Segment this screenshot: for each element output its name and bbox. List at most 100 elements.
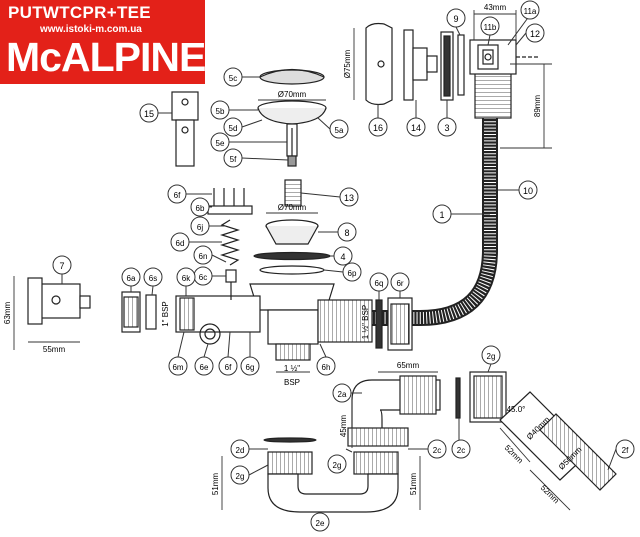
callout-12: 12 xyxy=(515,23,545,46)
svg-text:2e: 2e xyxy=(316,519,325,528)
dim-1in-bsp: 1" BSP xyxy=(161,301,170,327)
svg-text:6r: 6r xyxy=(396,279,403,288)
brand-logo: McALPINE xyxy=(6,34,206,80)
website-url: www.istoki-m.com.ua xyxy=(40,24,142,35)
dim-70mm-grille: Ø70mm xyxy=(278,203,307,212)
svg-text:1: 1 xyxy=(439,210,444,220)
callout-5a: 5a xyxy=(317,117,349,139)
svg-text:2g: 2g xyxy=(487,352,496,361)
callout-6q: 6q xyxy=(369,272,389,300)
callout-14: 14 xyxy=(406,100,426,137)
svg-text:6d: 6d xyxy=(176,239,185,248)
waste-plug-assembly xyxy=(27,68,413,361)
dim-75mm: Ø75mm xyxy=(343,49,352,78)
svg-text:2c: 2c xyxy=(457,446,465,455)
svg-text:6h: 6h xyxy=(322,363,331,372)
product-code: PUTWTCPR+TEE xyxy=(8,3,151,22)
svg-text:6n: 6n xyxy=(199,252,208,261)
svg-text:2g: 2g xyxy=(236,472,245,481)
svg-text:11a: 11a xyxy=(524,7,537,16)
svg-text:4: 4 xyxy=(340,252,345,262)
callout-6m: 6m xyxy=(168,331,188,376)
svg-text:9: 9 xyxy=(453,14,458,24)
callout-5f: 5f xyxy=(223,148,289,168)
dim-63mm: 63mm xyxy=(3,302,12,325)
svg-text:3: 3 xyxy=(444,123,449,133)
callout-6r: 6r xyxy=(390,272,410,298)
dim-1-5in-bsp-vertical: 1 ½" BSP xyxy=(361,305,370,339)
svg-text:6k: 6k xyxy=(182,274,191,283)
callout-1: 1 xyxy=(432,204,490,224)
callout-2a: 2a xyxy=(332,383,362,403)
svg-text:14: 14 xyxy=(411,123,421,133)
svg-text:5d: 5d xyxy=(229,124,238,133)
bottle-trap-assembly xyxy=(263,371,617,513)
dim-45mm: 45mm xyxy=(339,415,348,438)
svg-text:12: 12 xyxy=(530,29,540,39)
callout-5b: 5b xyxy=(210,100,258,120)
svg-text:6c: 6c xyxy=(199,273,207,282)
dim-52mm-b: 52mm xyxy=(539,483,561,505)
callout-10: 10 xyxy=(498,180,538,200)
svg-text:5f: 5f xyxy=(230,155,237,164)
callout-5e: 5e xyxy=(210,132,287,152)
svg-text:16: 16 xyxy=(373,123,383,133)
svg-text:6g: 6g xyxy=(246,363,255,372)
dim-52mm-a: 52mm xyxy=(503,443,525,465)
callout-13: 13 xyxy=(300,187,359,207)
svg-text:13: 13 xyxy=(344,193,354,203)
callout-6h: 6h xyxy=(316,343,336,376)
svg-text:11b: 11b xyxy=(484,23,497,32)
svg-text:6f: 6f xyxy=(225,363,232,372)
callout-6s: 6s xyxy=(143,267,163,296)
callout-2c-a: 2c xyxy=(408,439,447,459)
callout-6j: 6j xyxy=(190,216,226,236)
callout-5d: 5d xyxy=(223,117,263,137)
svg-text:2c: 2c xyxy=(433,446,441,455)
svg-text:2f: 2f xyxy=(622,446,629,455)
callout-6n: 6n xyxy=(193,245,227,265)
callout-6c: 6c xyxy=(193,266,226,286)
callout-3: 3 xyxy=(437,100,457,137)
callout-6b: 6b xyxy=(190,197,212,217)
svg-text:8: 8 xyxy=(344,228,349,238)
dim-45-degrees: 45.0° xyxy=(507,405,526,414)
callouts: 1 2a 2c 2c 2d 2e 2f 2g 2g 3 4 5a 5b 5c 5… xyxy=(52,0,635,532)
callout-6k: 6k xyxy=(176,267,196,296)
callout-2f: 2f xyxy=(607,439,635,471)
svg-text:5c: 5c xyxy=(229,74,237,83)
callout-4: 4 xyxy=(330,246,353,266)
svg-text:6a: 6a xyxy=(127,274,136,283)
callout-7: 7 xyxy=(52,255,72,284)
svg-text:6f: 6f xyxy=(174,191,181,200)
svg-text:2g: 2g xyxy=(333,461,342,470)
dim-51mm-left: 51mm xyxy=(211,473,220,496)
callout-5c: 5c xyxy=(223,67,260,87)
overflow-assembly xyxy=(365,22,540,326)
callout-6p: 6p xyxy=(323,262,362,282)
svg-text:6p: 6p xyxy=(348,269,357,278)
svg-text:5b: 5b xyxy=(216,107,225,116)
dim-70mm-top: Ø70mm xyxy=(278,90,307,99)
dim-1-5in: 1 ½" xyxy=(284,364,300,373)
svg-text:5e: 5e xyxy=(216,139,225,148)
svg-text:6e: 6e xyxy=(200,363,209,372)
callout-16: 16 xyxy=(368,104,388,137)
callout-2g-c: 2g xyxy=(327,448,353,474)
callout-15: 15 xyxy=(139,103,172,123)
callout-9: 9 xyxy=(446,8,466,36)
dim-bsp: BSP xyxy=(284,378,300,387)
svg-text:2d: 2d xyxy=(236,446,245,455)
svg-text:6j: 6j xyxy=(197,223,203,232)
dim-65mm: 65mm xyxy=(397,361,420,370)
callout-6a: 6a xyxy=(121,267,141,292)
svg-text:6b: 6b xyxy=(196,204,205,213)
svg-text:6s: 6s xyxy=(149,274,157,283)
callout-2c-b: 2c xyxy=(451,418,471,459)
svg-text:6m: 6m xyxy=(172,363,183,372)
dim-43mm: 43mm xyxy=(484,3,507,12)
callout-2g-b: 2g xyxy=(230,464,269,485)
callout-8: 8 xyxy=(318,222,357,242)
callout-6e: 6e xyxy=(194,343,214,376)
